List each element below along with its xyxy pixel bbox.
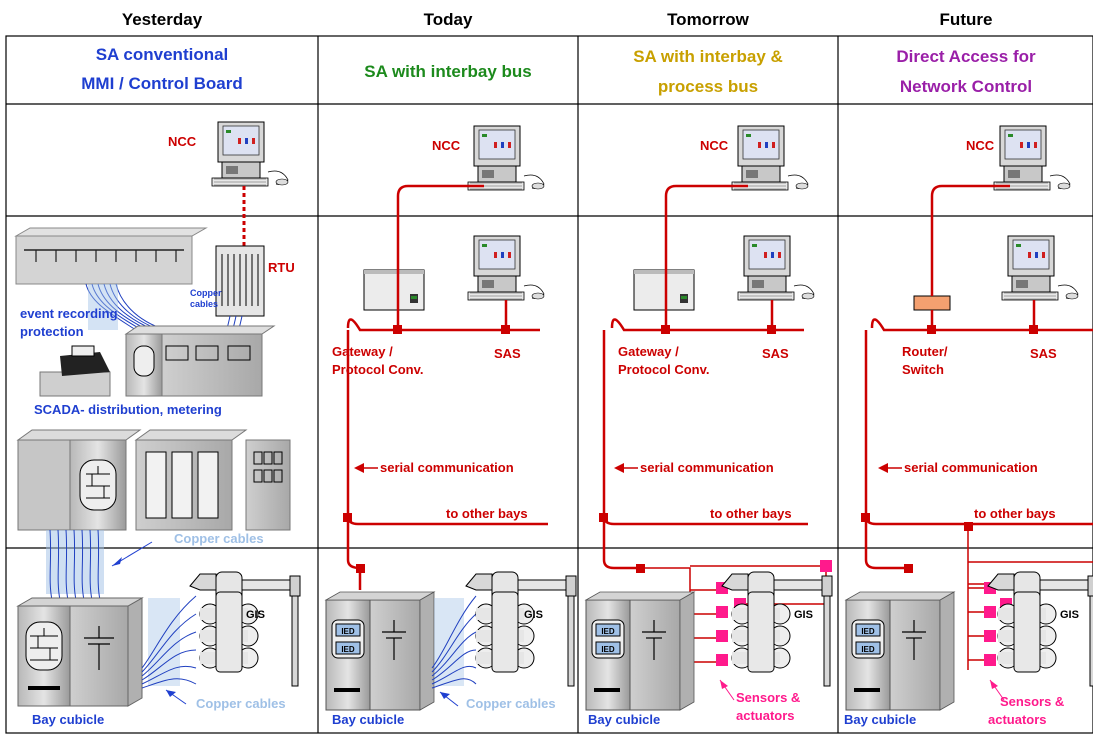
header-tomorrow: Tomorrow xyxy=(667,10,750,29)
col4-future: NCC Router/ Switch SAS serial communicat… xyxy=(844,125,1093,727)
serial-label-4: serial communication xyxy=(904,460,1038,475)
ncc-label-2: NCC xyxy=(432,138,461,153)
other-bays-label-4: to other bays xyxy=(974,506,1056,521)
sas-computer-icon-4 xyxy=(1001,235,1079,301)
bay-cubicle-label-1: Bay cubicle xyxy=(32,712,104,727)
ncc-computer-icon xyxy=(211,121,289,187)
ncc-label: NCC xyxy=(168,134,197,149)
copper-cables-label-1: Copper cables xyxy=(174,531,264,546)
serial-label-2: serial communication xyxy=(380,460,514,475)
gateway-icon-2 xyxy=(363,269,425,311)
serial-label-3: serial communication xyxy=(640,460,774,475)
sas-label-3: SAS xyxy=(762,346,789,361)
gateway-icon-3 xyxy=(633,269,695,311)
sensors-label-3b: actuators xyxy=(736,708,795,723)
grid-lines xyxy=(5,35,1093,734)
gis-switchgear-icon xyxy=(189,571,301,687)
event-recording-label: event recording xyxy=(20,306,118,321)
copper-cables-label-2: Copper cables xyxy=(196,696,286,711)
copper-cables-label-3: Copper cables xyxy=(466,696,556,711)
other-bays-label-3: to other bays xyxy=(710,506,792,521)
col3-title-line1: SA with interbay & xyxy=(633,47,783,66)
sas-label-4: SAS xyxy=(1030,346,1057,361)
sensors-label-4a: Sensors & xyxy=(1000,694,1064,709)
ied-label-3a: IED xyxy=(601,627,615,636)
event-recording-board-icon xyxy=(15,235,193,285)
gis-switchgear-icon-3 xyxy=(721,571,833,687)
sensors-label-4b: actuators xyxy=(988,712,1047,727)
ied-label-2a: IED xyxy=(341,627,355,636)
ied-label-3b: IED xyxy=(601,645,615,654)
col2-today: NCC Gateway / Protocol Conv. SAS serial … xyxy=(325,125,577,727)
gis-label-2: GIS xyxy=(524,609,543,621)
other-bays-label-2: to other bays xyxy=(446,506,528,521)
rtu-label: RTU xyxy=(268,260,295,275)
col3-title-line2: process bus xyxy=(658,77,758,96)
protection-label: protection xyxy=(20,324,84,339)
gis-switchgear-icon-2 xyxy=(465,571,577,687)
serial-arrow-icon-4 xyxy=(878,463,902,473)
ied-label-4a: IED xyxy=(861,627,875,636)
serial-arrow-icon-2 xyxy=(354,463,378,473)
header-future: Future xyxy=(940,10,993,29)
gis-switchgear-icon-4 xyxy=(987,571,1093,687)
col4-title-line1: Direct Access for xyxy=(896,47,1036,66)
ncc-computer-icon-4 xyxy=(993,125,1071,191)
sensors-label-3a: Sensors & xyxy=(736,690,800,705)
col1-title-line2: MMI / Control Board xyxy=(81,74,242,93)
router-icon xyxy=(913,295,951,311)
bay-cubicle-label-4: Bay cubicle xyxy=(844,712,916,727)
gis-label-3: GIS xyxy=(794,609,813,621)
scada-label: SCADA- distribution, metering xyxy=(34,402,222,417)
copper-small-1: Copper xyxy=(190,288,222,298)
ied-label-4b: IED xyxy=(861,645,875,654)
col4-title-line2: Network Control xyxy=(900,77,1032,96)
sas-computer-icon-2 xyxy=(467,235,545,301)
col3-tomorrow: NCC Gateway / Protocol Conv. SAS serial … xyxy=(585,125,833,727)
ncc-computer-icon-3 xyxy=(731,125,809,191)
bay-cubicle-label-3: Bay cubicle xyxy=(588,712,660,727)
serial-arrow-icon-3 xyxy=(614,463,638,473)
ied-label-2b: IED xyxy=(341,645,355,654)
gateway-label-2b: Protocol Conv. xyxy=(332,362,423,377)
header-today: Today xyxy=(424,10,473,29)
gateway-label-3b: Protocol Conv. xyxy=(618,362,709,377)
gis-label-4: GIS xyxy=(1060,609,1079,621)
ncc-computer-icon-2 xyxy=(467,125,545,191)
col1-yesterday: NCC RTU Copper cables event recording pr… xyxy=(14,121,301,727)
col2-title: SA with interbay bus xyxy=(364,62,532,81)
bay-cubicle-label-2: Bay cubicle xyxy=(332,712,404,727)
gis-label-1: GIS xyxy=(246,609,265,621)
copper-small-2: cables xyxy=(190,299,218,309)
gateway-label-3a: Gateway / xyxy=(618,344,679,359)
sas-computer-icon-3 xyxy=(737,235,815,301)
col1-title-line1: SA conventional xyxy=(96,45,229,64)
router-label-4a: Router/ xyxy=(902,344,948,359)
header-yesterday: Yesterday xyxy=(122,10,203,29)
gateway-label-2a: Gateway / xyxy=(332,344,393,359)
ncc-label-3: NCC xyxy=(700,138,729,153)
router-label-4b: Switch xyxy=(902,362,944,377)
ncc-label-4: NCC xyxy=(966,138,995,153)
sas-label-2: SAS xyxy=(494,346,521,361)
